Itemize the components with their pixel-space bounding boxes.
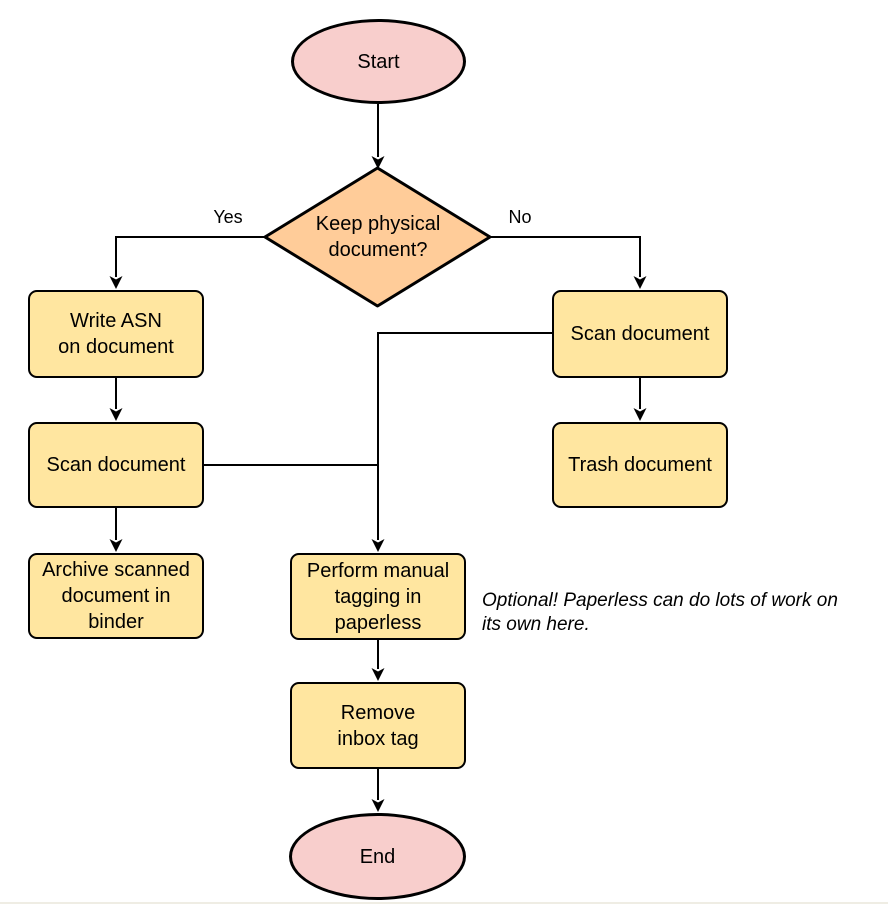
edge-decision-to-write-asn bbox=[109, 236, 265, 289]
node-write-asn-label: Write ASN on document bbox=[58, 310, 174, 358]
node-end-label: End bbox=[359, 845, 396, 868]
node-write-asn: Write ASN on document bbox=[28, 290, 204, 378]
edge-decision-to-scan-right bbox=[490, 236, 647, 289]
node-archive-document-label: Archive scanned document in binder bbox=[42, 559, 190, 633]
decision-diamond-shape bbox=[263, 166, 492, 308]
node-end: End bbox=[289, 813, 466, 900]
edge-start-to-decision bbox=[371, 104, 385, 169]
annotation-optional-note: Optional! Paperless can do lots of work … bbox=[482, 590, 838, 635]
edge-label-no: No bbox=[508, 207, 532, 227]
edge-tagging-to-remove-inbox bbox=[371, 640, 385, 681]
node-trash-document: Trash document bbox=[552, 422, 728, 508]
node-scan-document-right: Scan document bbox=[552, 290, 728, 378]
node-manual-tagging: Perform manual tagging in paperless bbox=[290, 553, 466, 640]
node-remove-inbox-tag-label: Remove inbox tag bbox=[337, 701, 419, 750]
edge-scan-right-to-trash bbox=[633, 378, 647, 421]
edge-write-asn-to-scan-left bbox=[109, 378, 123, 421]
node-scan-document-left: Scan document bbox=[28, 422, 204, 508]
edge-remove-inbox-to-end bbox=[371, 769, 385, 812]
node-trash-document-label: Trash document bbox=[568, 454, 712, 476]
node-remove-inbox-tag: Remove inbox tag bbox=[290, 682, 466, 769]
node-start-label: Start bbox=[357, 50, 400, 73]
node-archive-document: Archive scanned document in binder bbox=[28, 553, 204, 639]
edge-scan-right-to-tagging bbox=[371, 332, 552, 552]
node-manual-tagging-label: Perform manual tagging in paperless bbox=[306, 559, 450, 634]
node-start: Start bbox=[291, 19, 466, 104]
edge-label-yes: Yes bbox=[213, 207, 243, 227]
node-scan-document-left-label: Scan document bbox=[46, 454, 186, 476]
bottom-divider bbox=[0, 902, 888, 904]
node-decision-label: Keep physical document? bbox=[315, 213, 441, 261]
edge-scan-left-to-archive bbox=[109, 508, 123, 552]
node-scan-document-right-label: Scan document bbox=[570, 323, 710, 345]
